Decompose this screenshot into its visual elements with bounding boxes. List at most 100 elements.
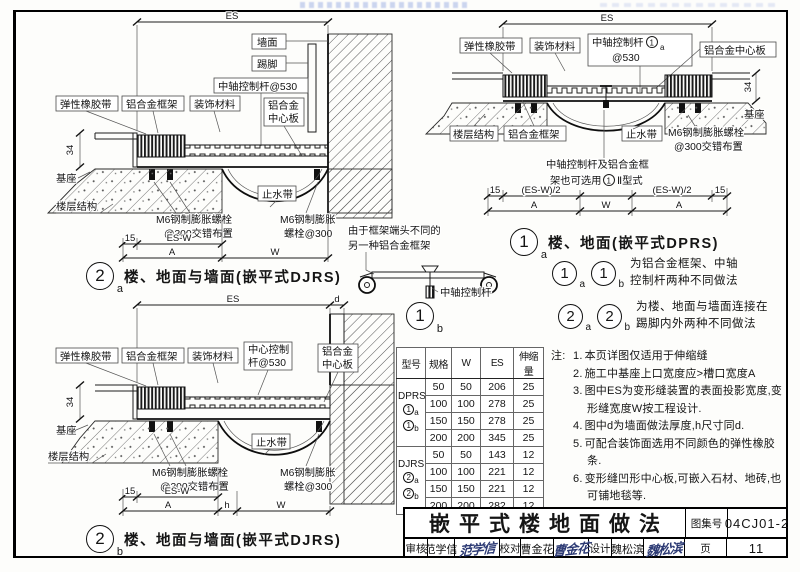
- svg-text:h: h: [224, 500, 229, 511]
- svg-text:(ES-W)/2: (ES-W)/2: [652, 185, 691, 196]
- label-floor-structure: 楼层结构: [55, 199, 114, 214]
- note-text: 图中d为墙面做法厚度,h尺寸同d.: [584, 420, 745, 432]
- svg-text:装饰材料: 装饰材料: [192, 350, 233, 363]
- frame-bar: [358, 265, 498, 299]
- spec-value: 200: [425, 429, 452, 447]
- designer-name: 魏松滨: [611, 539, 644, 558]
- caption-detail-2b: 2 b 楼、地面与墙面(嵌平式DJRS): [86, 525, 341, 558]
- label-floor-structure: 楼层结构: [47, 449, 107, 464]
- reviewer-name: 范学信: [425, 539, 458, 558]
- svg-text:@300交错布置: @300交错布置: [674, 140, 743, 153]
- svg-text:中轴控制杆@530: 中轴控制杆@530: [218, 80, 297, 93]
- spec-value: 50: [425, 378, 452, 396]
- spec-value: 12: [513, 446, 544, 464]
- joint-device: [502, 74, 713, 113]
- svg-text:楼层结构: 楼层结构: [48, 450, 89, 463]
- svg-text:由于框架端头不同的: 由于框架端头不同的: [348, 224, 441, 237]
- page-border: [13, 10, 788, 558]
- svg-text:M6钢制膨胀螺栓: M6钢制膨胀螺栓: [152, 466, 228, 479]
- svg-text:W: W: [277, 500, 286, 511]
- spec-value: 100: [425, 463, 452, 481]
- designer-label: 设计: [588, 539, 611, 558]
- spec-value: 50: [451, 378, 481, 396]
- col-header: 型号: [396, 347, 426, 379]
- spec-value: 50: [451, 446, 481, 464]
- dim-34: 34: [64, 380, 85, 424]
- label-m6-bolts-right: M6钢制膨胀 螺栓@300: [279, 181, 337, 241]
- label-floor-structure: 楼层结构: [449, 113, 499, 142]
- spec-value: 200: [451, 429, 481, 447]
- page-number: 11: [726, 539, 786, 558]
- dims-bottom: 15 ES-W A W: [118, 217, 333, 263]
- detail-ref: 1 b: [591, 260, 624, 290]
- note-item: 1.本页详图仅适用于伸缩缝: [573, 348, 788, 366]
- concrete-base: [46, 168, 223, 214]
- detail-number-2b: 2 b: [86, 525, 123, 558]
- note-number: 2.: [573, 367, 583, 380]
- spec-value: 100: [451, 463, 481, 481]
- svg-text:墙面: 墙面: [257, 36, 278, 49]
- svg-text:架也可选用: 架也可选用: [550, 174, 601, 187]
- svg-text:A: A: [165, 500, 172, 511]
- spec-value: 25: [513, 429, 544, 447]
- label-rubber-strip: 弹性橡胶带: [55, 347, 147, 387]
- svg-text:基座: 基座: [56, 172, 77, 185]
- note-number: 5.: [573, 437, 583, 450]
- rubber-insert: [664, 74, 713, 98]
- note-text: 施工中基座上口宽度应>槽口宽度A: [584, 367, 756, 380]
- label-aluminium-frame: 铝合金框架: [121, 347, 185, 386]
- spec-value: 206: [480, 378, 514, 396]
- note-number: 4.: [573, 420, 583, 432]
- detail-ref: 1 a: [552, 260, 585, 290]
- spec-value: 100: [451, 395, 481, 413]
- spec-value: 25: [513, 378, 544, 396]
- svg-text:W: W: [271, 247, 280, 258]
- svg-text:另一种铝合金框架: 另一种铝合金框架: [348, 239, 430, 252]
- svg-text:15: 15: [125, 233, 136, 244]
- label-wall: 墙面: [251, 33, 328, 50]
- detail-drawing-1a: ES 弹性橡胶带 装饰材料 中轴控制杆 1 a @530 铝合金中心板: [424, 12, 777, 216]
- reviewer-label: 审核: [405, 543, 427, 555]
- svg-text:铝合金中心板: 铝合金中心板: [704, 44, 766, 57]
- note-text: 图中ES为变形缝装置的表面投影宽度,变形缝宽度W按工程设计.: [584, 385, 783, 415]
- wall-below-floor: [327, 168, 393, 214]
- detail-number-1a: 1 a: [510, 228, 547, 261]
- svg-text:M6钢制膨胀螺栓: M6钢制膨胀螺栓: [668, 126, 744, 139]
- svg-text:M6钢制膨胀: M6钢制膨胀: [280, 466, 336, 479]
- label-base: 基座: [744, 108, 765, 121]
- svg-text:15: 15: [715, 185, 726, 196]
- label-base: 基座: [55, 423, 89, 438]
- note-text: 变形缝凹形中心板,可嵌入石材、地砖,也可铺地毯等.: [584, 472, 782, 503]
- svg-text:34: 34: [65, 145, 76, 156]
- col-header: ES: [480, 347, 514, 379]
- floor-finish: [452, 72, 750, 80]
- rubber-insert: [136, 134, 186, 158]
- svg-text:A: A: [169, 247, 176, 258]
- note-text: 本页详图仅适用于伸缩缝: [584, 350, 708, 362]
- dim-es-top: ES: [132, 10, 333, 130]
- svg-text:ES-W: ES-W: [167, 233, 192, 244]
- label-m6-bolts: M6钢制膨胀螺栓 @300交错布置: [667, 114, 745, 154]
- checker-label: 校对: [499, 539, 521, 558]
- svg-text:中轴控制杆及铝合金框: 中轴控制杆及铝合金框: [546, 158, 649, 171]
- svg-text:中轴控制杆: 中轴控制杆: [592, 36, 643, 49]
- detail-subscript: a: [540, 249, 547, 261]
- dim-34: 34: [64, 128, 85, 172]
- svg-text:基座: 基座: [56, 424, 77, 437]
- svg-text:A: A: [531, 200, 538, 211]
- label-m6-bolts-left: M6钢制膨胀螺栓 @300交错布置: [151, 433, 230, 494]
- svg-text:螺栓@300: 螺栓@300: [284, 480, 332, 493]
- detail-subscript: b: [116, 546, 123, 558]
- anchor-bolt: [314, 169, 320, 180]
- joint-device: [132, 132, 329, 180]
